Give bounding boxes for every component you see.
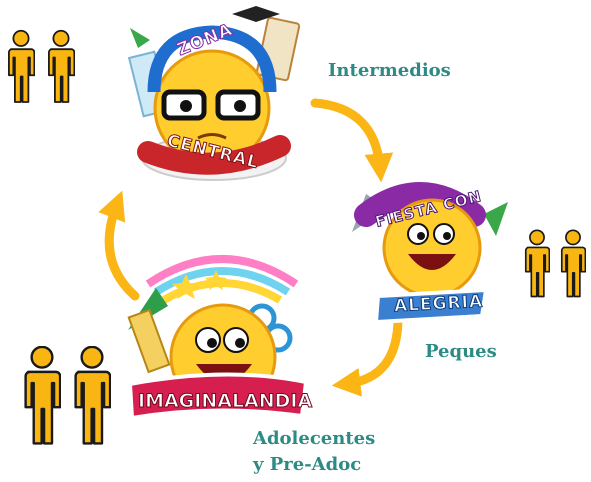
label-adolescentes-line1: Adolecentes	[253, 428, 376, 449]
person-pair-icon-bottomleft	[24, 346, 111, 445]
imaginalandia-logo	[127, 255, 309, 421]
label-peques: Peques	[425, 341, 497, 362]
imaginalandia-logo-text: IMAGINALANDIA	[137, 390, 313, 413]
label-adolescentes-line2: y Pre-Adoc	[253, 454, 362, 475]
person-pair-icon-topleft	[7, 29, 75, 103]
label-intermedios: Intermedios	[328, 60, 451, 81]
person-pair-icon-right	[524, 229, 586, 298]
zona-central-logo	[127, 6, 301, 181]
fiesta-con-alegria-logo	[352, 182, 508, 325]
cycle-arrow-icon	[98, 98, 403, 397]
